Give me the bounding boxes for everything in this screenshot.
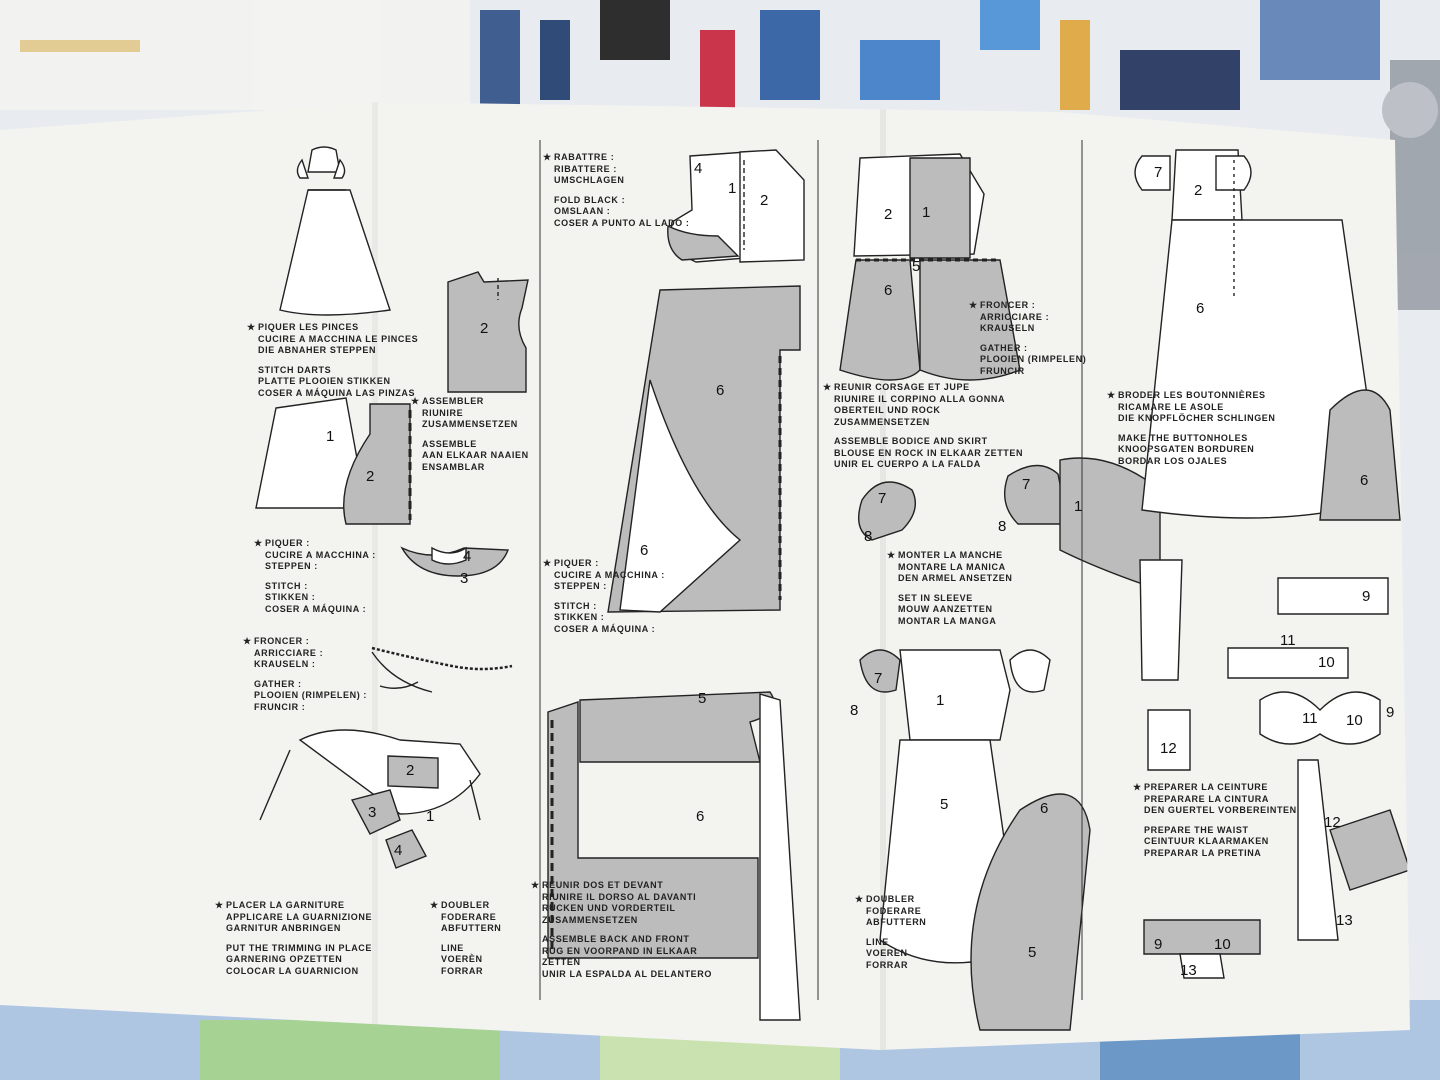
piece-number: 1 (326, 428, 335, 445)
fold-back-pieces (667, 149, 805, 263)
piece-number: 8 (998, 518, 1007, 535)
piece-number: 8 (850, 702, 859, 719)
star-icon: ★ (543, 152, 552, 162)
piece-number: 2 (1194, 182, 1203, 199)
piece-number: 2 (884, 206, 893, 223)
dress-sketch-small (279, 146, 391, 316)
step-piquer-2: ★ Piquer : Cucire a macchina : Steppen :… (543, 558, 665, 634)
piece-number: 7 (1154, 164, 1163, 181)
bodice-skirt-joined (839, 153, 1021, 381)
bodice-piece-2 (447, 271, 529, 393)
piece-number: 6 (716, 382, 725, 399)
piece-number: 6 (1360, 472, 1369, 489)
piece-number: 13 (1180, 962, 1197, 979)
piece-number: 6 (1196, 300, 1205, 317)
skirt-piece-6 (607, 285, 801, 613)
piece-number: 4 (463, 548, 472, 565)
step-froncer-2: ★ Froncer : Arricciare : Krauseln Gather… (969, 300, 1087, 376)
step-piquer-pinces: ★ Piquer les pinces Cucire a macchina le… (247, 322, 419, 398)
star-icon: ★ (430, 900, 439, 910)
piece-number: 2 (480, 320, 489, 337)
piece-number: 4 (394, 842, 403, 859)
piece-number: 10 (1318, 654, 1335, 671)
assemble-pieces-1-2 (255, 397, 412, 525)
assemble-back-front (547, 691, 801, 1021)
piece-number: 7 (1022, 476, 1031, 493)
step-preparer-ceinture: ★ Preparer la ceinture Preparare la cint… (1133, 782, 1297, 858)
sleeve-pieces-7-8 (858, 457, 1161, 591)
step-doubler-2: ★ Doubler Foderare Abfuttern Line Voeren… (855, 894, 927, 970)
piece-number: 6 (884, 282, 893, 299)
piece-number: 11 (1302, 710, 1318, 727)
star-icon: ★ (411, 396, 420, 406)
step-rabattre: ★ Rabattre : Ribattere : Umschlagen Fold… (543, 152, 690, 228)
star-icon: ★ (969, 300, 978, 310)
star-icon: ★ (254, 538, 263, 548)
piece-number: 11 (1280, 632, 1296, 649)
piece-number: 9 (1362, 588, 1371, 605)
star-icon: ★ (243, 636, 252, 646)
piece-number: 6 (1040, 800, 1049, 817)
piece-number: 5 (940, 796, 949, 813)
star-icon: ★ (1133, 782, 1142, 792)
piece-number: 2 (366, 468, 375, 485)
step-broder: ★ Broder les boutonnières Ricamare le as… (1107, 390, 1276, 466)
star-icon: ★ (887, 550, 896, 560)
step-reunir-dos: ★ Reunir dos et devant Riunire il dorso … (531, 880, 712, 979)
piece-number: 5 (912, 258, 921, 275)
piece-number: 9 (1386, 704, 1395, 721)
piece-number: 8 (864, 528, 873, 545)
piece-number: 1 (426, 808, 435, 825)
piece-number: 2 (760, 192, 769, 209)
dress-sleeve-set (859, 649, 1091, 1031)
piece-number: 13 (1336, 912, 1353, 929)
star-icon: ★ (1107, 390, 1116, 400)
piece-number: 6 (640, 542, 649, 559)
trim-placement-diagram (259, 729, 481, 869)
step-placer-garniture: ★ Placer la garniture Applicare la guarn… (215, 900, 373, 976)
piece-number: 9 (1154, 936, 1163, 953)
piece-number: 7 (878, 490, 887, 507)
piece-number: 5 (1028, 944, 1037, 961)
star-icon: ★ (247, 322, 256, 332)
step-assembler: ★ Assembler Riunire Zusammensetzen Assem… (411, 396, 529, 472)
piece-number: 3 (460, 570, 469, 587)
piece-number: 1 (922, 204, 931, 221)
star-icon: ★ (215, 900, 224, 910)
piece-number: 12 (1324, 814, 1341, 831)
piece-number: 10 (1214, 936, 1231, 953)
star-icon: ★ (531, 880, 540, 890)
instruction-sheet: ★ Piquer les pinces Cucire a macchina le… (0, 102, 1410, 1050)
piece-number: 10 (1346, 712, 1363, 729)
finished-dress (1134, 149, 1401, 521)
piece-number: 1 (936, 692, 945, 709)
star-icon: ★ (823, 382, 832, 392)
collar-pieces-3-4 (400, 546, 510, 577)
step-froncer-1: ★ Froncer : Arricciare : Krauseln : Gath… (243, 636, 367, 712)
gathered-trim (371, 646, 513, 693)
piece-number: 1 (728, 180, 737, 197)
piece-number: 5 (698, 690, 707, 707)
sheet-illustrations (255, 102, 1410, 1050)
piece-number: 3 (368, 804, 377, 821)
step-reunir-corsage: ★ Reunir corsage et jupe Riunire il corp… (823, 382, 1024, 469)
star-icon: ★ (855, 894, 864, 904)
piece-number: 7 (874, 670, 883, 687)
step-monter-manche: ★ Monter la manche Montare la manica Den… (887, 550, 1013, 626)
piece-number: 4 (694, 160, 703, 177)
step-piquer-1: ★ Piquer : Cucire a macchina : Steppen :… (254, 538, 376, 614)
piece-number: 6 (696, 808, 705, 825)
step-doubler-1: ★ Doubler Foderare Abfuttern Line Voerèn… (430, 900, 502, 976)
star-icon: ★ (543, 558, 552, 568)
piece-number: 12 (1160, 740, 1177, 757)
piece-number: 1 (1074, 498, 1083, 515)
piece-number: 2 (406, 762, 415, 779)
waistband-pieces (1139, 559, 1410, 979)
